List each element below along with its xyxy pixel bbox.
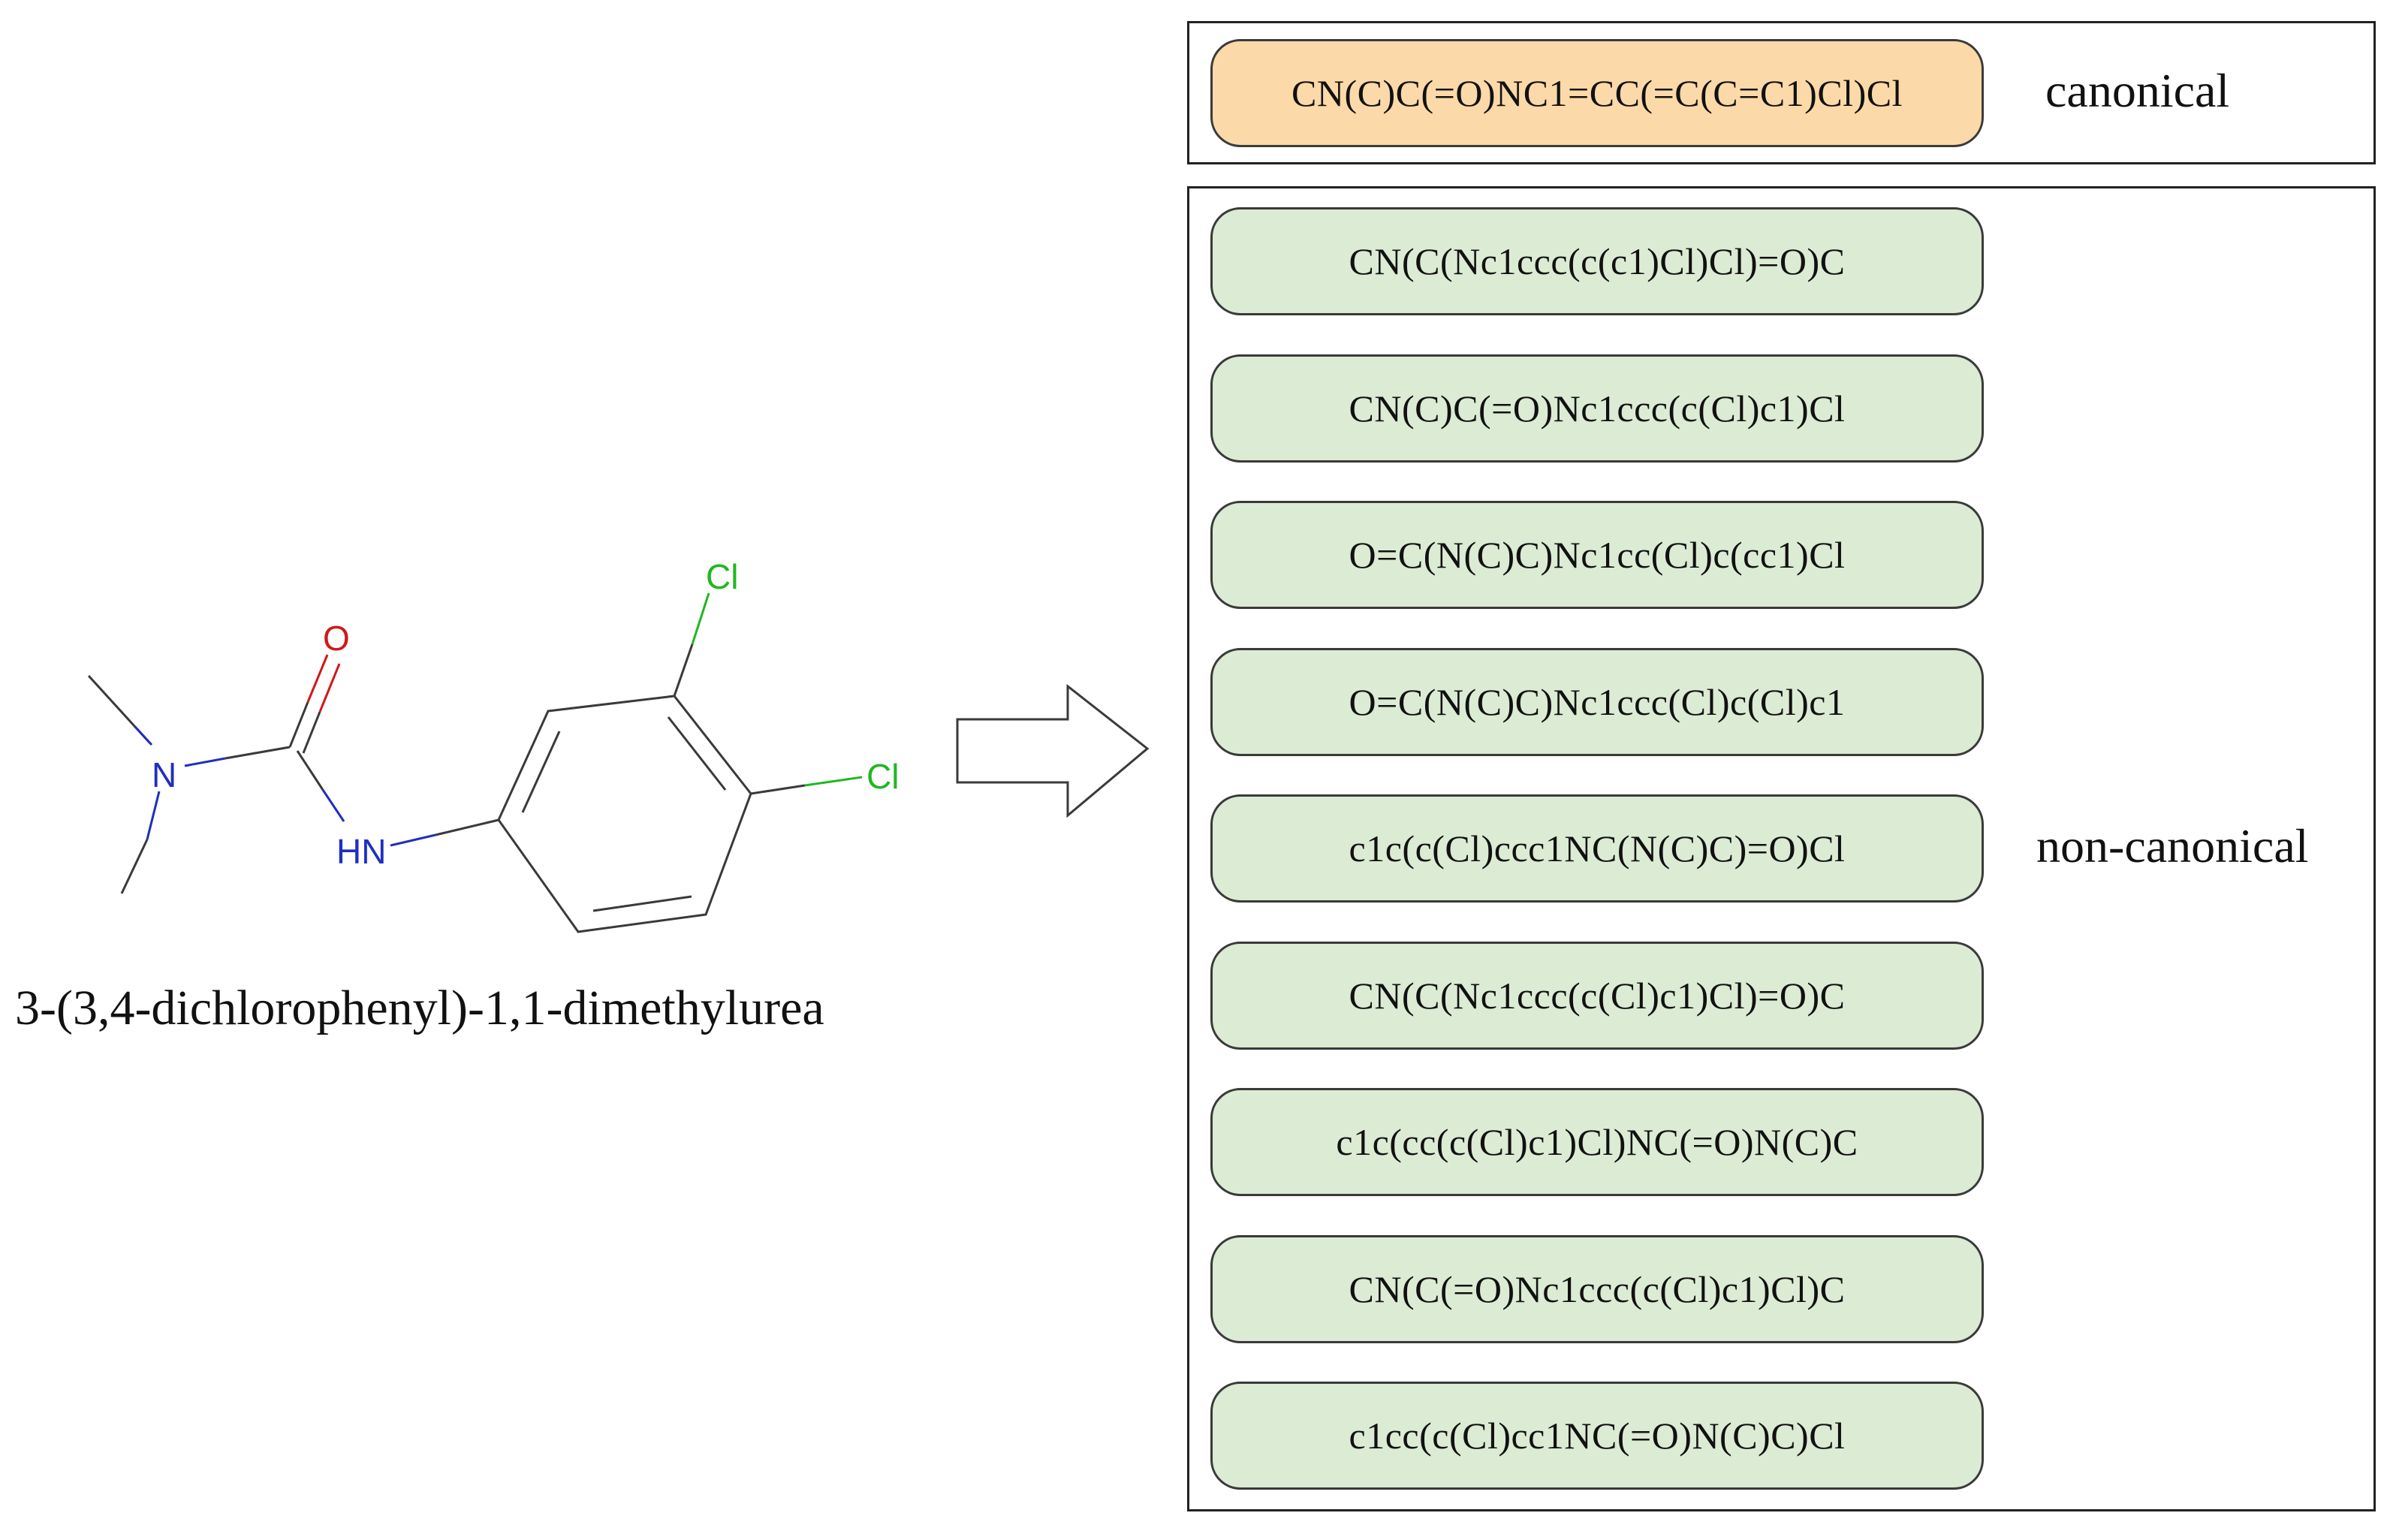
molecule-name: 3-(3,4-dichlorophenyl)-1,1-dimethylurea bbox=[15, 981, 824, 1035]
atom-chlorine-top: Cl bbox=[706, 557, 738, 596]
bond-co-a bbox=[288, 701, 309, 748]
bond-cl-top bbox=[673, 643, 694, 697]
ring-inner-bond-1 bbox=[521, 731, 561, 813]
bond-n-carbonyl-c bbox=[225, 746, 291, 760]
bond-nh-ring-n bbox=[390, 833, 436, 847]
non-canonical-smiles-3: O=C(N(C)C)Nc1cc(Cl)c(cc1)Cl bbox=[1210, 501, 1984, 609]
bond-co-b bbox=[302, 711, 321, 754]
canonical-label: canonical bbox=[2045, 64, 2230, 117]
non-canonical-smiles-4: O=C(N(C)C)Nc1ccc(Cl)c(Cl)c1 bbox=[1210, 648, 1984, 756]
bond-methyl-bottom-n bbox=[146, 791, 161, 840]
bond-nh-ring bbox=[435, 818, 499, 836]
non-canonical-smiles-1: CN(C(Nc1ccc(c(c1)Cl)Cl)=O)C bbox=[1210, 207, 1984, 315]
benzene-ring bbox=[497, 695, 752, 933]
non-canonical-label: non-canonical bbox=[2036, 819, 2309, 872]
atom-oxygen: O bbox=[323, 619, 350, 658]
non-canonical-smiles-2: CN(C)C(=O)Nc1ccc(c(Cl)c1)Cl bbox=[1210, 354, 1984, 463]
non-canonical-smiles-6: CN(C(Nc1ccc(c(Cl)c1)Cl)=O)C bbox=[1210, 942, 1984, 1050]
bond-cl-right-cl bbox=[804, 776, 863, 787]
ring-inner-bond-3 bbox=[592, 895, 692, 912]
canonical-smiles: CN(C)C(=O)NC1=CC(=C(C=C1)Cl)Cl bbox=[1210, 39, 1984, 147]
bond-cl-top-cl bbox=[691, 592, 710, 645]
bond-cl-right bbox=[750, 784, 806, 795]
atom-chlorine-right: Cl bbox=[866, 757, 899, 796]
bond-c-nh-n bbox=[321, 789, 345, 822]
bond-c-nh bbox=[296, 750, 324, 791]
non-canonical-smiles-9: c1cc(c(Cl)cc1NC(=O)N(C)C)Cl bbox=[1210, 1382, 1984, 1490]
bond-n-carbonyl bbox=[184, 757, 226, 767]
bond-methyl-bottom bbox=[120, 839, 149, 894]
bond-co-a-o bbox=[306, 654, 329, 703]
non-canonical-smiles-5: c1c(c(Cl)ccc1NC(N(C)C)=O)Cl bbox=[1210, 794, 1984, 903]
arrow-right-icon bbox=[956, 683, 1150, 818]
ring-inner-bond-2 bbox=[667, 716, 727, 791]
atom-nitrogen: N bbox=[152, 755, 176, 794]
bond-methyl-top-n bbox=[134, 725, 153, 746]
non-canonical-smiles-7: c1c(cc(c(Cl)c1)Cl)NC(=O)N(C)C bbox=[1210, 1088, 1984, 1196]
bond-co-b-o bbox=[318, 663, 341, 713]
non-canonical-smiles-8: CN(C(=O)Nc1ccc(c(Cl)c1)Cl)C bbox=[1210, 1235, 1984, 1343]
atom-nh: HN bbox=[336, 832, 386, 871]
